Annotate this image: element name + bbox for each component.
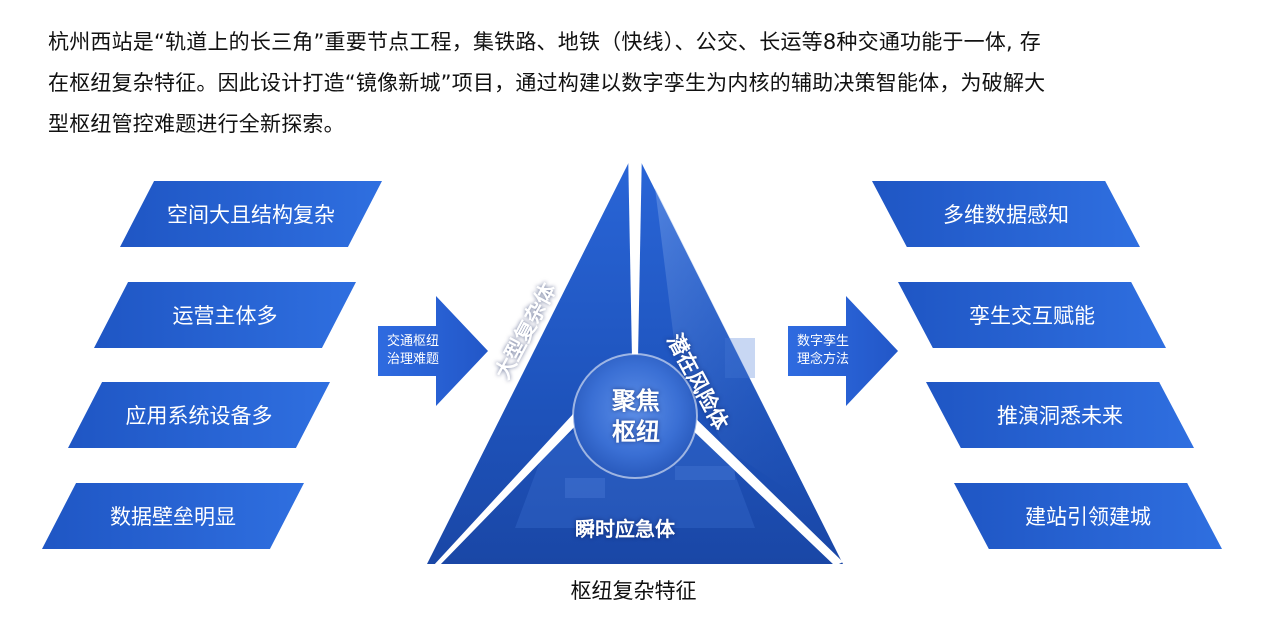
right-arrow-line-1: 数字孪生 bbox=[796, 334, 849, 349]
left-item-label: 空间大且结构复杂 bbox=[167, 203, 335, 227]
left-item-systems: 应用系统设备多 bbox=[68, 382, 330, 448]
right-item-label: 建站引领建城 bbox=[1025, 505, 1151, 529]
right-item-label: 推演洞悉未来 bbox=[997, 404, 1123, 428]
right-arrow-shape bbox=[788, 296, 898, 406]
center-line-1: 聚焦 bbox=[612, 387, 660, 415]
figure-caption: 枢纽复杂特征 bbox=[570, 579, 697, 603]
right-item-label: 孪生交互赋能 bbox=[969, 304, 1095, 328]
intro-line-1: 杭州西站是“轨道上的长三角”重要节点工程，集铁路、地铁（快线）、公交、长运等8种… bbox=[48, 30, 1041, 54]
left-arrow-shape bbox=[378, 296, 488, 406]
right-item-twin-interaction: 孪生交互赋能 bbox=[898, 282, 1166, 348]
triangle-bottom-label: 瞬时应急体 bbox=[575, 517, 675, 541]
left-item-operators: 运营主体多 bbox=[94, 282, 356, 348]
left-item-label: 应用系统设备多 bbox=[125, 404, 273, 428]
right-item-data-perception: 多维数据感知 bbox=[872, 181, 1140, 247]
intro-line-2: 在枢纽复杂特征。因此设计打造“镜像新城”项目，通过构建以数字孪生为内核的辅助决策… bbox=[48, 71, 1046, 95]
center-line-2: 枢纽 bbox=[612, 418, 660, 446]
left-arrow-line-2: 治理难题 bbox=[386, 352, 439, 367]
hub-triangle-graphic bbox=[427, 148, 843, 566]
left-arrow-line-1: 交通枢纽 bbox=[386, 334, 439, 349]
left-arrow: 交通枢纽 治理难题 bbox=[378, 296, 490, 406]
right-arrow-line-2: 理念方法 bbox=[796, 352, 849, 367]
left-item-data-barrier: 数据壁垒明显 bbox=[42, 483, 304, 549]
right-item-forecast: 推演洞悉未来 bbox=[926, 382, 1194, 448]
right-item-station-city: 建站引领建城 bbox=[954, 483, 1222, 549]
left-item-spatial: 空间大且结构复杂 bbox=[120, 181, 382, 247]
intro-paragraph: 杭州西站是“轨道上的长三角”重要节点工程，集铁路、地铁（快线）、公交、长运等8种… bbox=[48, 22, 1223, 145]
triangle-center-text: 聚焦 枢纽 bbox=[601, 386, 671, 448]
left-item-label: 数据壁垒明显 bbox=[110, 505, 236, 529]
hub-triangle: 聚焦 枢纽 大型复杂体 潜在风险体 瞬时应急体 bbox=[425, 148, 845, 566]
right-item-label: 多维数据感知 bbox=[943, 203, 1069, 227]
right-arrow: 数字孪生 理念方法 bbox=[788, 296, 900, 406]
left-item-label: 运营主体多 bbox=[172, 304, 278, 328]
intro-line-3: 型枢纽管控难题进行全新探索。 bbox=[48, 112, 345, 136]
